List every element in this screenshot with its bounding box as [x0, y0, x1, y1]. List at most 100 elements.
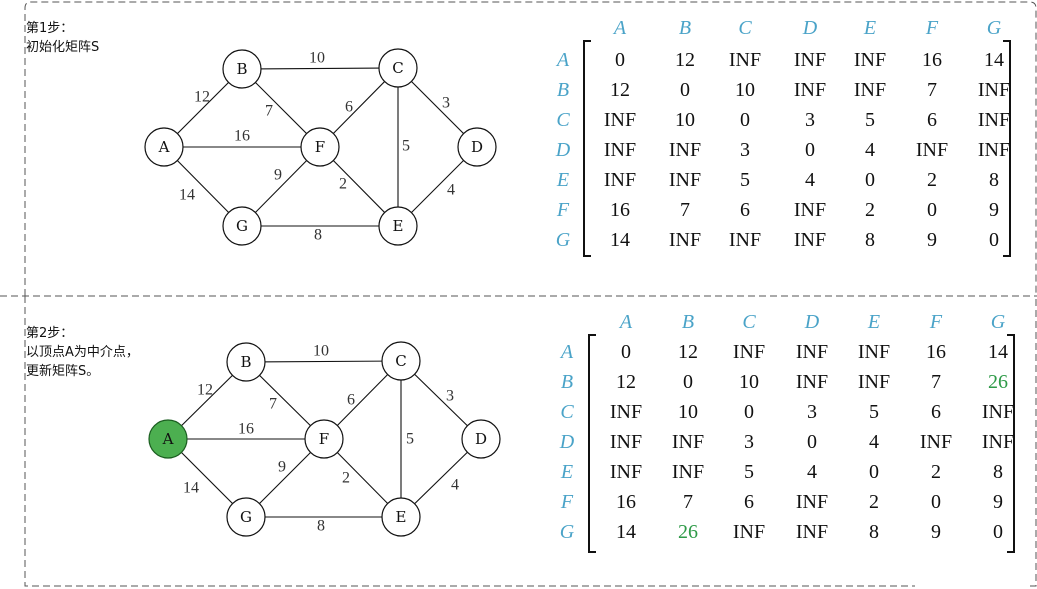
node-label: C — [392, 59, 403, 77]
node-circle — [148, 419, 188, 459]
graph-node-B: B — [226, 342, 266, 382]
matrix-cell: 9 — [931, 521, 941, 543]
matrix-cell: INF — [604, 109, 636, 131]
node-circle — [144, 127, 184, 167]
step-caption-line: 以顶点A为中介点， — [26, 345, 139, 360]
matrix-cell: INF — [794, 229, 826, 251]
graph-edge-B-C — [241, 67, 399, 70]
matrix-col-header: E — [867, 311, 880, 333]
matrix-cell: INF — [982, 401, 1014, 423]
matrix-cell: 16 — [922, 49, 942, 71]
matrix-col-header: G — [987, 17, 1002, 39]
matrix-row-header: B — [561, 371, 573, 393]
node-label: F — [315, 138, 325, 156]
matrix-cell: 2 — [869, 491, 879, 513]
matrix-cell: 5 — [869, 401, 879, 423]
matrix-row-header: E — [556, 169, 569, 191]
matrix-cell: 12 — [616, 371, 636, 393]
step-caption-line: 初始化矩阵S — [26, 40, 99, 55]
matrix-cell: 0 — [927, 199, 937, 221]
matrix-cell: INF — [978, 79, 1010, 101]
matrix-col-header: C — [742, 311, 756, 333]
matrix-col-header: D — [802, 17, 818, 39]
matrix-cell: 16 — [926, 341, 946, 363]
graph-node-D: D — [461, 419, 501, 459]
matrix-row-header: C — [560, 401, 574, 423]
matrix-cell: 5 — [740, 169, 750, 191]
matrix-cell: 0 — [615, 49, 625, 71]
graph-node-E: E — [381, 497, 421, 537]
matrix-cell: INF — [796, 491, 828, 513]
matrix-cell: 10 — [678, 401, 698, 423]
graph-node-F: F — [300, 127, 340, 167]
node-label: E — [393, 217, 404, 235]
matrix-cell: 10 — [739, 371, 759, 393]
matrix-cell: INF — [733, 521, 765, 543]
matrix-cell: 2 — [927, 169, 937, 191]
matrix-cell: 6 — [931, 401, 941, 423]
edge-weight-F-E: 2 — [339, 176, 347, 193]
edge-weight-C-E: 5 — [402, 138, 410, 155]
matrix-row-header: F — [556, 199, 570, 221]
node-circle — [226, 497, 266, 537]
node-circle — [226, 342, 266, 382]
matrix-cell: 0 — [744, 401, 754, 423]
graph-node-D: D — [457, 127, 497, 167]
matrix-cell: INF — [729, 229, 761, 251]
node-circle — [457, 127, 497, 167]
edge-weight-A-B: 12 — [194, 89, 210, 106]
edge-weight-B-C: 10 — [313, 343, 329, 360]
node-circle — [461, 419, 501, 459]
dashed-frame — [24, 1, 1037, 296]
edge-weight-C-D: 3 — [442, 95, 450, 112]
matrix-row-header: G — [556, 229, 571, 251]
matrix-cell: 12 — [610, 79, 630, 101]
edge-weight-C-D: 3 — [446, 388, 454, 405]
node-label: B — [236, 60, 247, 78]
dashed-frame — [24, 296, 1037, 587]
matrix-cell: 3 — [805, 109, 815, 131]
matrix-cell: INF — [604, 139, 636, 161]
node-label: A — [162, 430, 174, 448]
matrix-cell-updated: 26 — [678, 521, 698, 543]
node-circle — [304, 419, 344, 459]
matrix-row-header: D — [559, 431, 575, 453]
graph-node-F: F — [304, 419, 344, 459]
matrix-cell: 0 — [989, 229, 999, 251]
matrix-cell: 12 — [675, 49, 695, 71]
matrix-col-header: F — [925, 17, 939, 39]
matrix-cell: INF — [669, 229, 701, 251]
matrix-cell: INF — [672, 461, 704, 483]
matrix-cell: INF — [796, 341, 828, 363]
matrix-cell: 9 — [993, 491, 1003, 513]
node-label: D — [471, 138, 483, 156]
matrix-cell: INF — [982, 431, 1014, 453]
matrix-cell: 9 — [927, 229, 937, 251]
node-circle — [381, 341, 421, 381]
matrix-cell: 2 — [931, 461, 941, 483]
matrix-cell: 16 — [616, 491, 636, 513]
edge-weight-D-E: 4 — [451, 477, 459, 494]
matrix-cell: 7 — [683, 491, 693, 513]
graph-node-C: C — [378, 48, 418, 88]
edge-weight-B-C: 10 — [309, 50, 325, 67]
matrix-col-header: B — [682, 311, 694, 333]
matrix-cell: 9 — [989, 199, 999, 221]
step-caption-line: 更新矩阵S。 — [26, 363, 99, 379]
graph-edge-B-C — [245, 360, 402, 363]
matrix-cell: 16 — [610, 199, 630, 221]
node-label: D — [475, 430, 487, 448]
matrix-row-header: F — [560, 491, 574, 513]
matrix-cell: INF — [672, 431, 704, 453]
matrix-cell: INF — [610, 431, 642, 453]
matrix-row-header: A — [559, 341, 574, 363]
edge-weight-B-F: 7 — [265, 103, 273, 120]
node-circle — [300, 127, 340, 167]
matrix-right-bracket — [1003, 40, 1011, 257]
edge-weight-F-G: 9 — [278, 459, 286, 476]
edge-weight-G-E: 8 — [314, 227, 322, 244]
matrix-cell: INF — [794, 49, 826, 71]
matrix-col-header: B — [679, 17, 691, 39]
node-label: A — [158, 138, 170, 156]
